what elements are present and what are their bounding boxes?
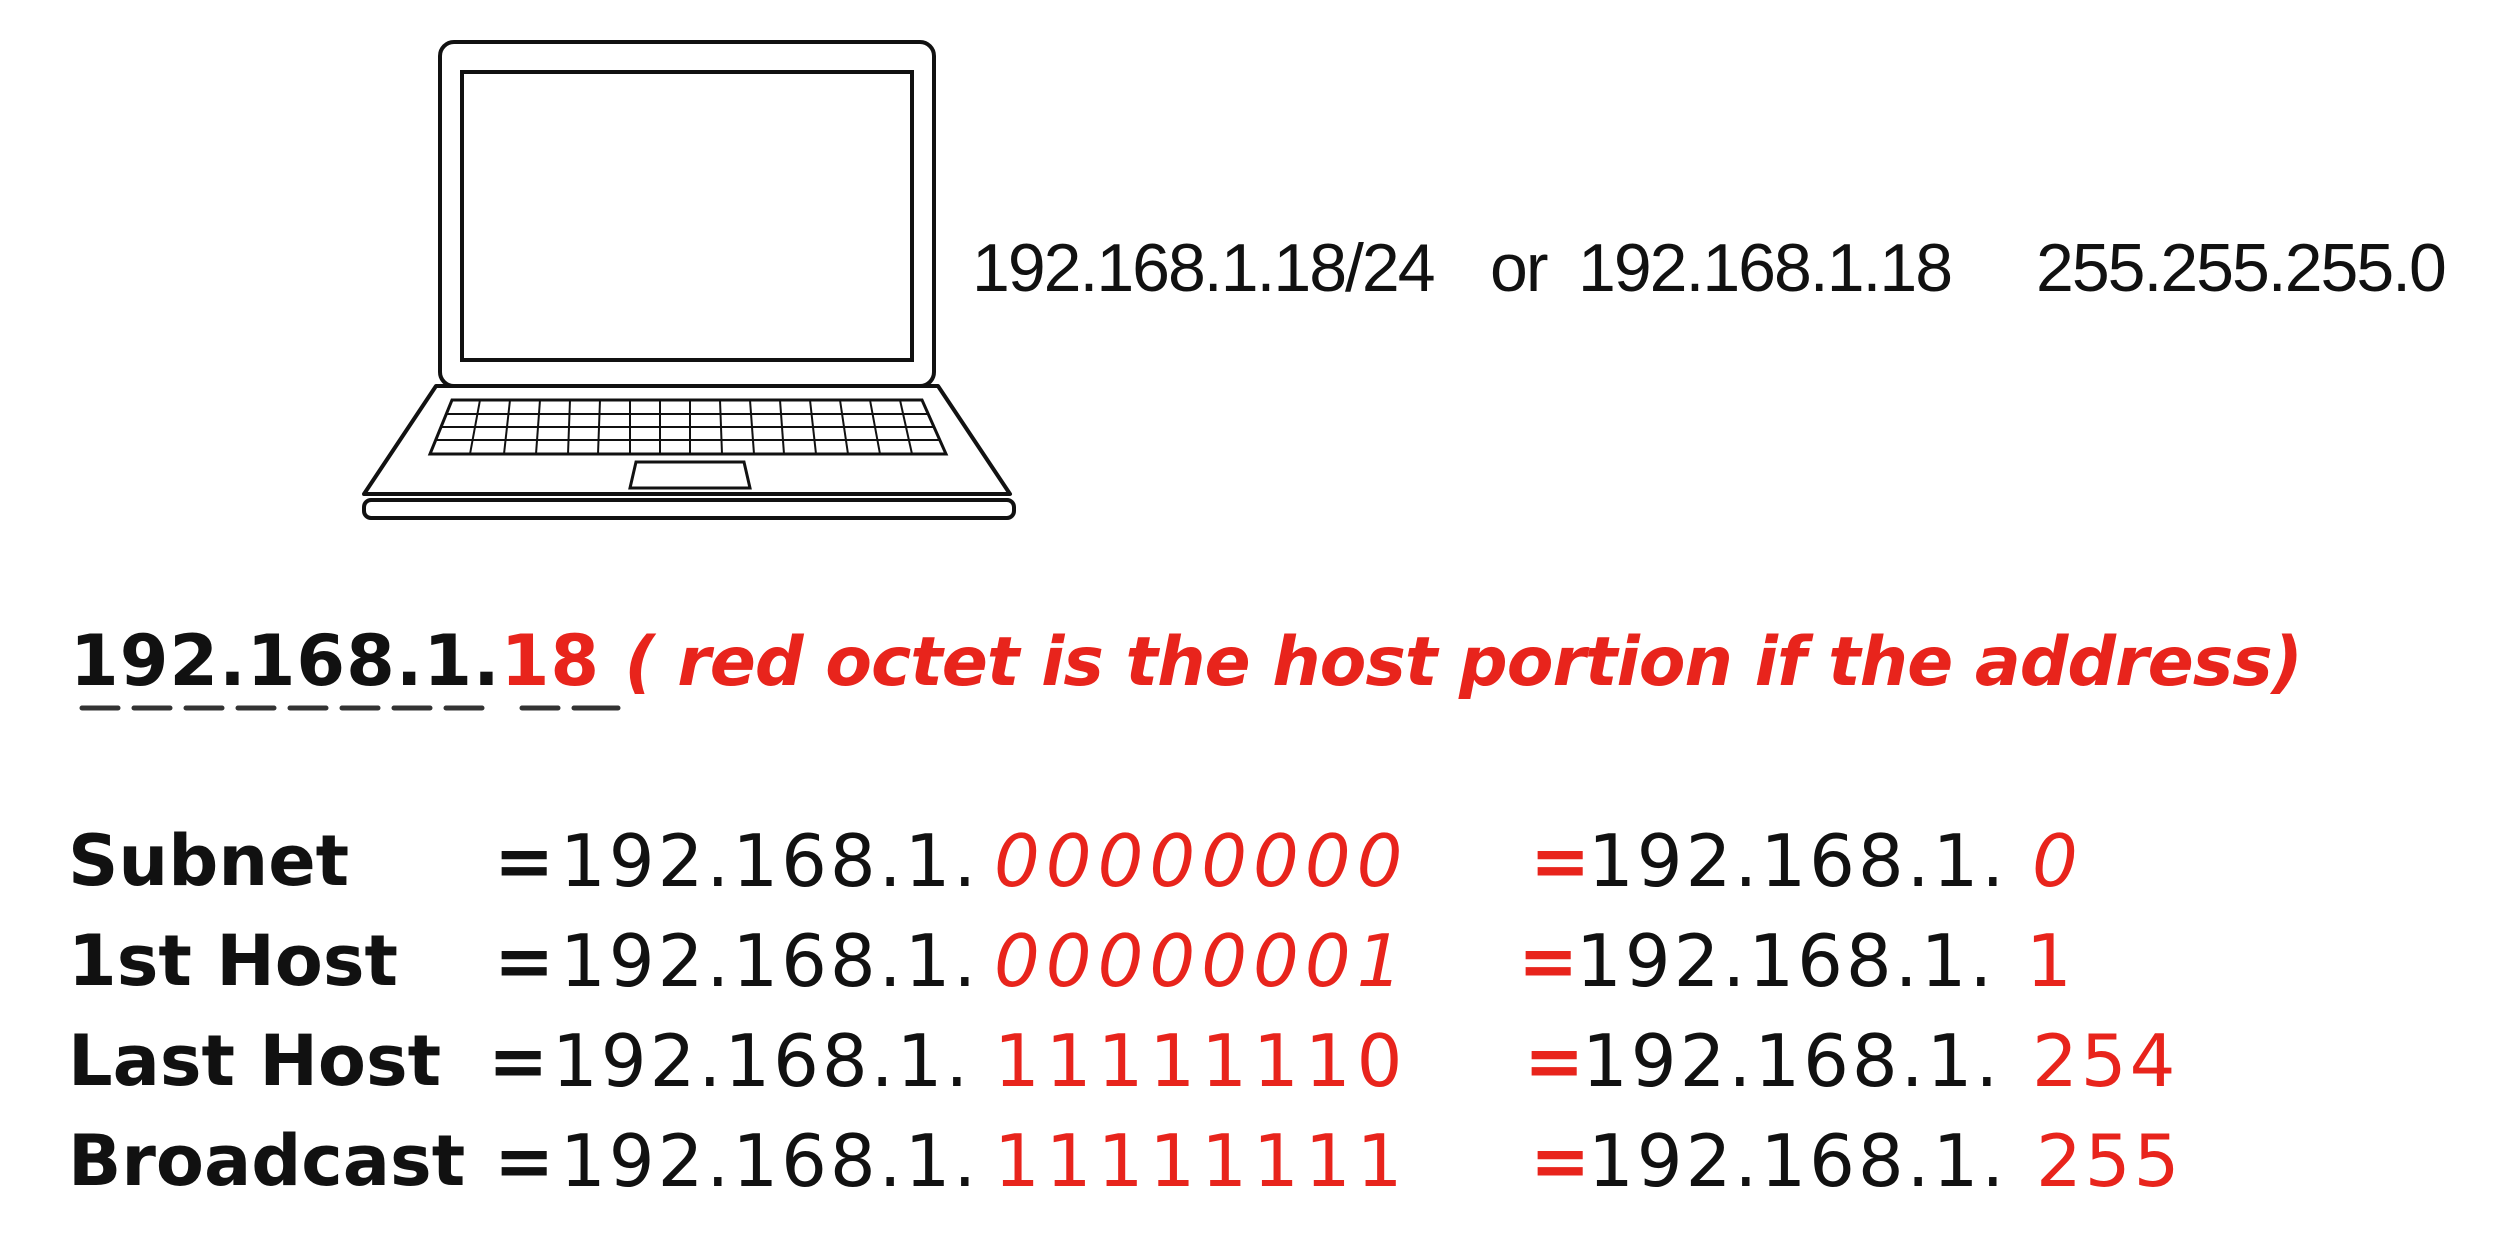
subnet-mask: 255.255.255.0 [2036,230,2447,306]
equals-sign: = [1524,1019,1585,1103]
host-decimal: 1 [2026,919,2075,1003]
network-prefix: 192.168.1. [560,919,980,1003]
equals-sign: = [1530,1119,1591,1203]
laptop-icon [362,40,1016,520]
equals-sign: = [494,819,555,903]
network-prefix: 192.168.1. [552,1019,972,1103]
table-row: Subnet = 192.168.1. 00000000 = 192.168.1… [0,816,2504,906]
network-prefix: 192.168.1. [560,1119,980,1203]
address-breakdown: 192.168.1.18 ( red octet is the host por… [70,616,2303,706]
table-row: Last Host = 192.168.1. 11111110 = 192.16… [0,1016,2504,1106]
host-portion-note: ( red octet is the host portion if the a… [624,623,2303,702]
network-prefix: 192.168.1. [560,819,980,903]
host-octet: 18 [500,620,601,702]
host-bits: 00000000 [994,819,1409,903]
host-decimal: 0 [2032,819,2081,903]
table-row: 1st Host = 192.168.1. 00000001 = 192.168… [0,916,2504,1006]
network-portion: 192.168.1. [70,620,501,702]
row-label-last-host: Last Host [68,1020,442,1102]
equals-sign: = [494,919,555,1003]
or-connector: or [1490,230,1548,306]
host-decimal: 254 [2032,1019,2179,1103]
equals-sign: = [1518,919,1579,1003]
row-label-subnet: Subnet [68,820,350,902]
row-label-broadcast: Broadcast [68,1120,466,1202]
row-label-first-host: 1st Host [68,920,399,1002]
result-prefix: 192.168.1. [1576,919,1996,1003]
host-decimal: 255 [2036,1119,2183,1203]
address-underline [79,705,621,711]
host-bits: 11111110 [994,1019,1409,1103]
plain-ip-address: 192.168.1.18 [1578,230,1953,306]
equals-sign: = [488,1019,549,1103]
host-bits: 11111111 [994,1119,1409,1203]
cidr-notation: 192.168.1.18/24 [972,230,1436,306]
equals-sign: = [494,1119,555,1203]
result-prefix: 192.168.1. [1588,1119,2008,1203]
equals-sign: = [1530,819,1591,903]
result-prefix: 192.168.1. [1588,819,2008,903]
table-row: Broadcast = 192.168.1. 11111111 = 192.16… [0,1116,2504,1206]
host-bits: 00000001 [994,919,1409,1003]
result-prefix: 192.168.1. [1582,1019,2002,1103]
